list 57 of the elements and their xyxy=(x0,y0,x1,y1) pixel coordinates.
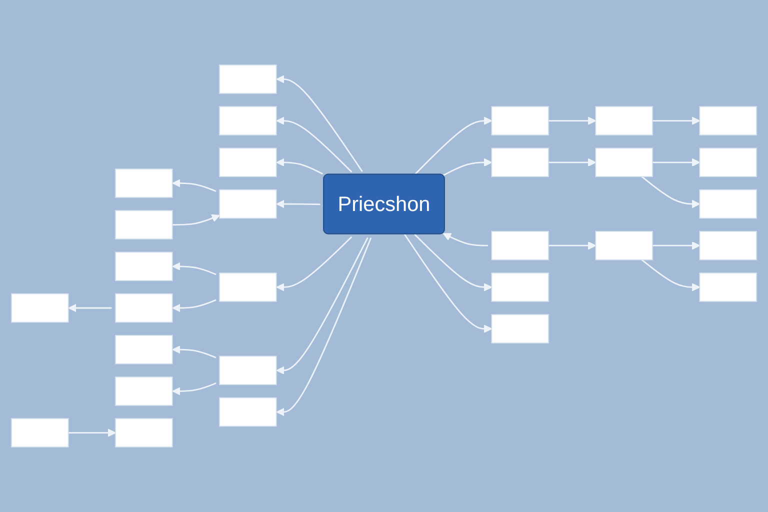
arrow xyxy=(276,116,352,173)
node-box xyxy=(219,106,277,136)
node-box xyxy=(219,397,277,427)
node-box xyxy=(595,106,653,136)
arrow xyxy=(414,116,492,176)
node-box xyxy=(595,230,653,260)
node-box xyxy=(115,210,173,240)
node-box xyxy=(699,106,757,136)
arrow xyxy=(442,158,492,176)
arrow xyxy=(172,382,216,396)
node-box xyxy=(115,168,173,198)
node-box xyxy=(491,148,549,178)
node-box xyxy=(11,293,69,323)
node-box xyxy=(595,148,653,178)
arrow xyxy=(276,237,372,416)
node-box xyxy=(699,272,757,302)
arrow xyxy=(276,237,368,375)
arrow xyxy=(172,345,216,358)
arrow xyxy=(548,241,596,250)
arrow xyxy=(276,158,323,174)
arrow xyxy=(414,234,492,292)
node-box xyxy=(491,230,549,260)
arrow xyxy=(641,176,700,208)
arrow xyxy=(172,262,216,276)
node-box xyxy=(699,230,757,260)
arrow xyxy=(172,179,216,192)
node-box xyxy=(491,272,549,302)
node-box xyxy=(219,356,277,386)
arrow xyxy=(68,428,116,437)
node-box xyxy=(219,189,277,219)
arrow xyxy=(652,241,700,250)
arrow xyxy=(276,75,363,172)
node-box xyxy=(11,418,69,448)
node-box xyxy=(115,376,173,406)
node-box xyxy=(115,334,173,364)
arrow xyxy=(548,158,596,167)
node-box xyxy=(115,293,173,323)
node-box xyxy=(219,148,277,178)
node-box xyxy=(219,272,277,302)
node-box xyxy=(491,314,549,344)
node-box xyxy=(491,106,549,136)
node-box xyxy=(699,148,757,178)
arrow xyxy=(404,234,492,333)
arrow xyxy=(548,116,596,125)
node-box xyxy=(115,418,173,448)
node-box xyxy=(699,189,757,219)
arrow xyxy=(172,214,220,226)
arrow xyxy=(652,116,700,125)
node-box xyxy=(115,252,173,282)
arrow xyxy=(442,233,488,246)
node-box xyxy=(219,64,277,94)
arrow xyxy=(641,259,700,292)
arrow xyxy=(172,299,216,312)
arrow xyxy=(276,236,352,292)
arrow xyxy=(652,158,700,167)
arrow xyxy=(276,200,320,208)
arrow xyxy=(68,304,112,312)
